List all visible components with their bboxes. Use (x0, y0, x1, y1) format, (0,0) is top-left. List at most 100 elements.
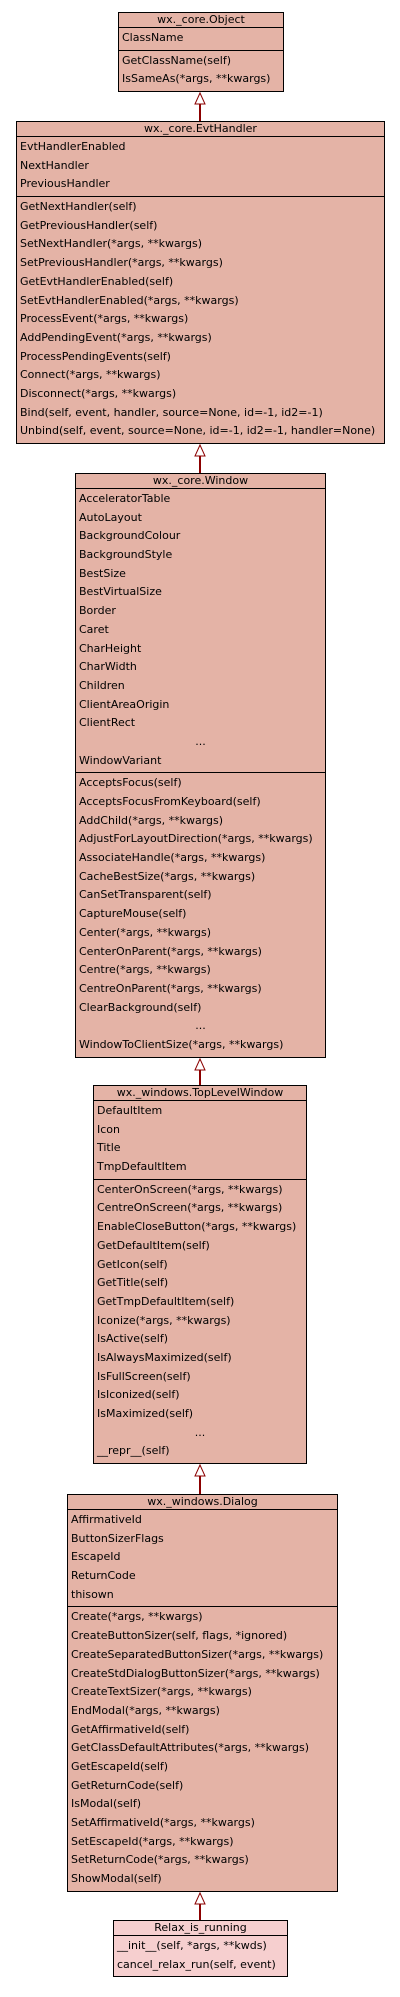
method-item: GetDefaultItem(self) (97, 1238, 210, 1252)
method-item: cancel_relax_run(self, event) (117, 1957, 276, 1971)
class-name: wx._core.Window (76, 474, 325, 489)
attribute-item: Title (97, 1141, 121, 1155)
class-name: wx._windows.Dialog (68, 1495, 337, 1510)
method-item: GetTmpDefaultItem(self) (97, 1294, 235, 1308)
method-item: EnableCloseButton(*args, **kwargs) (97, 1220, 297, 1234)
method-item: Disconnect(*args, **kwargs) (20, 386, 177, 400)
method-item: CenterOnParent(*args, **kwargs) (79, 944, 262, 958)
inheritance-arrowhead (194, 1057, 206, 1071)
method-item: CreateSeparatedButtonSizer(*args, **kwar… (71, 1647, 324, 1661)
attribute-item: BackgroundColour (79, 529, 181, 543)
attribute-item: AffirmativeId (71, 1513, 142, 1526)
method-ellipsis: ... (195, 1019, 206, 1033)
method-item: SetNextHandler(*args, **kwargs) (20, 237, 203, 251)
attribute-item: ClientAreaOrigin (79, 697, 170, 711)
attribute-item: ButtonSizerFlags (71, 1531, 164, 1545)
method-item: IsIconized(self) (97, 1388, 180, 1402)
attribute-item: TmpDefaultItem (97, 1160, 187, 1174)
method-item: IsModal(self) (71, 1797, 141, 1811)
method-item: CentreOnParent(*args, **kwargs) (79, 981, 262, 995)
method-item: ClearBackground(self) (79, 1000, 202, 1014)
attribute-item: CharWidth (79, 660, 137, 674)
method-item: SetEvtHandlerEnabled(*args, **kwargs) (20, 293, 239, 307)
method-item: IsAlwaysMaximized(self) (97, 1350, 232, 1364)
attribute-item: BackgroundStyle (79, 548, 173, 562)
attribute-item: NextHandler (20, 158, 89, 172)
class-name: Relax_is_running (114, 1921, 287, 1936)
method-item: SetPreviousHandler(*args, **kwargs) (20, 256, 223, 270)
inheritance-arrowhead (194, 91, 206, 105)
method-item: GetPreviousHandler(self) (20, 218, 158, 232)
method-item: Create(*args, **kwargs) (71, 1610, 203, 1624)
methods-section: GetClassName(self) IsSameAs(*args, **kwar… (119, 51, 283, 91)
method-item: __repr__(self) (97, 1444, 170, 1458)
method-item: AssociateHandle(*args, **kwargs) (79, 851, 266, 865)
attribute-item: WindowVariant (79, 753, 162, 767)
method-item: EndModal(*args, **kwargs) (71, 1703, 220, 1717)
method-item: GetEvtHandlerEnabled(self) (20, 274, 174, 288)
method-item: IsSameAs(*args, **kwargs) (122, 72, 271, 86)
attribute-item: ClientRect (79, 716, 136, 730)
attribute-item: AutoLayout (79, 510, 142, 524)
attribute-item: Border (79, 604, 116, 618)
methods-section: CenterOnScreen(*args, **kwargs)CentreOnS… (94, 1180, 306, 1463)
method-item: WindowToClientSize(*args, **kwargs) (79, 1037, 284, 1051)
attribute-item: Children (79, 678, 125, 692)
method-ellipsis: ... (194, 1425, 206, 1439)
method-item: IsActive(self) (97, 1332, 169, 1346)
attribute-ellipsis: ... (195, 734, 206, 748)
method-item: __init__(self, *args, **kwds) (117, 1939, 267, 1952)
method-item: CenterOnScreen(*args, **kwargs) (97, 1182, 283, 1196)
method-item: IsFullScreen(self) (97, 1369, 191, 1383)
method-item: CacheBestSize(*args, **kwargs) (79, 869, 256, 883)
method-item: GetEscapeId(self) (71, 1759, 169, 1773)
class-name: wx._core.EvtHandler (17, 122, 384, 137)
method-item: Connect(*args, **kwargs) (20, 368, 161, 382)
attribute-item: Icon (97, 1122, 120, 1136)
class-box-relax-is-running: Relax_is_running__init__(self, *args, **… (113, 1920, 288, 1978)
methods-section: AcceptsFocus(self)AcceptsFocusFromKeyboa… (76, 773, 325, 1056)
attribute-item: EscapeId (71, 1550, 121, 1564)
method-item: GetClassName(self) (122, 53, 232, 67)
method-item: AddPendingEvent(*args, **kwargs) (20, 330, 212, 344)
inheritance-arrowhead (194, 1891, 206, 1905)
inheritance-arrowhead (194, 443, 206, 457)
attribute-item: DefaultItem (97, 1104, 163, 1117)
attribute-item: BestVirtualSize (79, 585, 162, 599)
method-item: GetClassDefaultAttributes(*args, **kwarg… (71, 1741, 310, 1755)
method-item: CreateButtonSizer(self, flags, *ignored) (71, 1629, 288, 1643)
attribute-item: Caret (79, 622, 109, 636)
method-item: Center(*args, **kwargs) (79, 925, 212, 939)
method-item: SetReturnCode(*args, **kwargs) (71, 1853, 249, 1867)
method-item: ShowModal(self) (71, 1872, 162, 1886)
method-item: ProcessEvent(*args, **kwargs) (20, 312, 189, 326)
method-item: SetEscapeId(*args, **kwargs) (71, 1834, 234, 1848)
method-item: CaptureMouse(self) (79, 907, 187, 921)
method-item: GetReturnCode(self) (71, 1778, 184, 1792)
method-item: AcceptsFocusFromKeyboard(self) (79, 795, 261, 808)
method-item: GetTitle(self) (97, 1276, 169, 1290)
method-item: Bind(self, event, handler, source=None, … (20, 405, 323, 419)
methods-section: Create(*args, **kwargs) CreateButtonSizer… (68, 1607, 337, 1890)
class-name: wx._windows.TopLevelWindow (94, 1086, 306, 1101)
method-item: AddChild(*args, **kwargs) (79, 813, 224, 827)
inheritance-arrowhead (194, 1463, 206, 1477)
method-item: SetAffirmativeId(*args, **kwargs) (71, 1816, 255, 1829)
method-item: Iconize(*args, **kwargs) (97, 1313, 231, 1327)
methods-section: __init__(self, *args, **kwds) cancel_rela… (114, 1936, 287, 1976)
method-item: IsMaximized(self) (97, 1407, 194, 1420)
method-item: CreateTextSizer(*args, **kwargs) (71, 1685, 252, 1699)
attribute-item: BestSize (79, 566, 126, 580)
method-item: Centre(*args, **kwargs) (79, 963, 211, 977)
attribute-item: AcceleratorTable (79, 492, 171, 505)
method-item: Unbind(self, event, source=None, id=-1, … (20, 424, 376, 438)
attribute-item: thisown (71, 1587, 114, 1601)
